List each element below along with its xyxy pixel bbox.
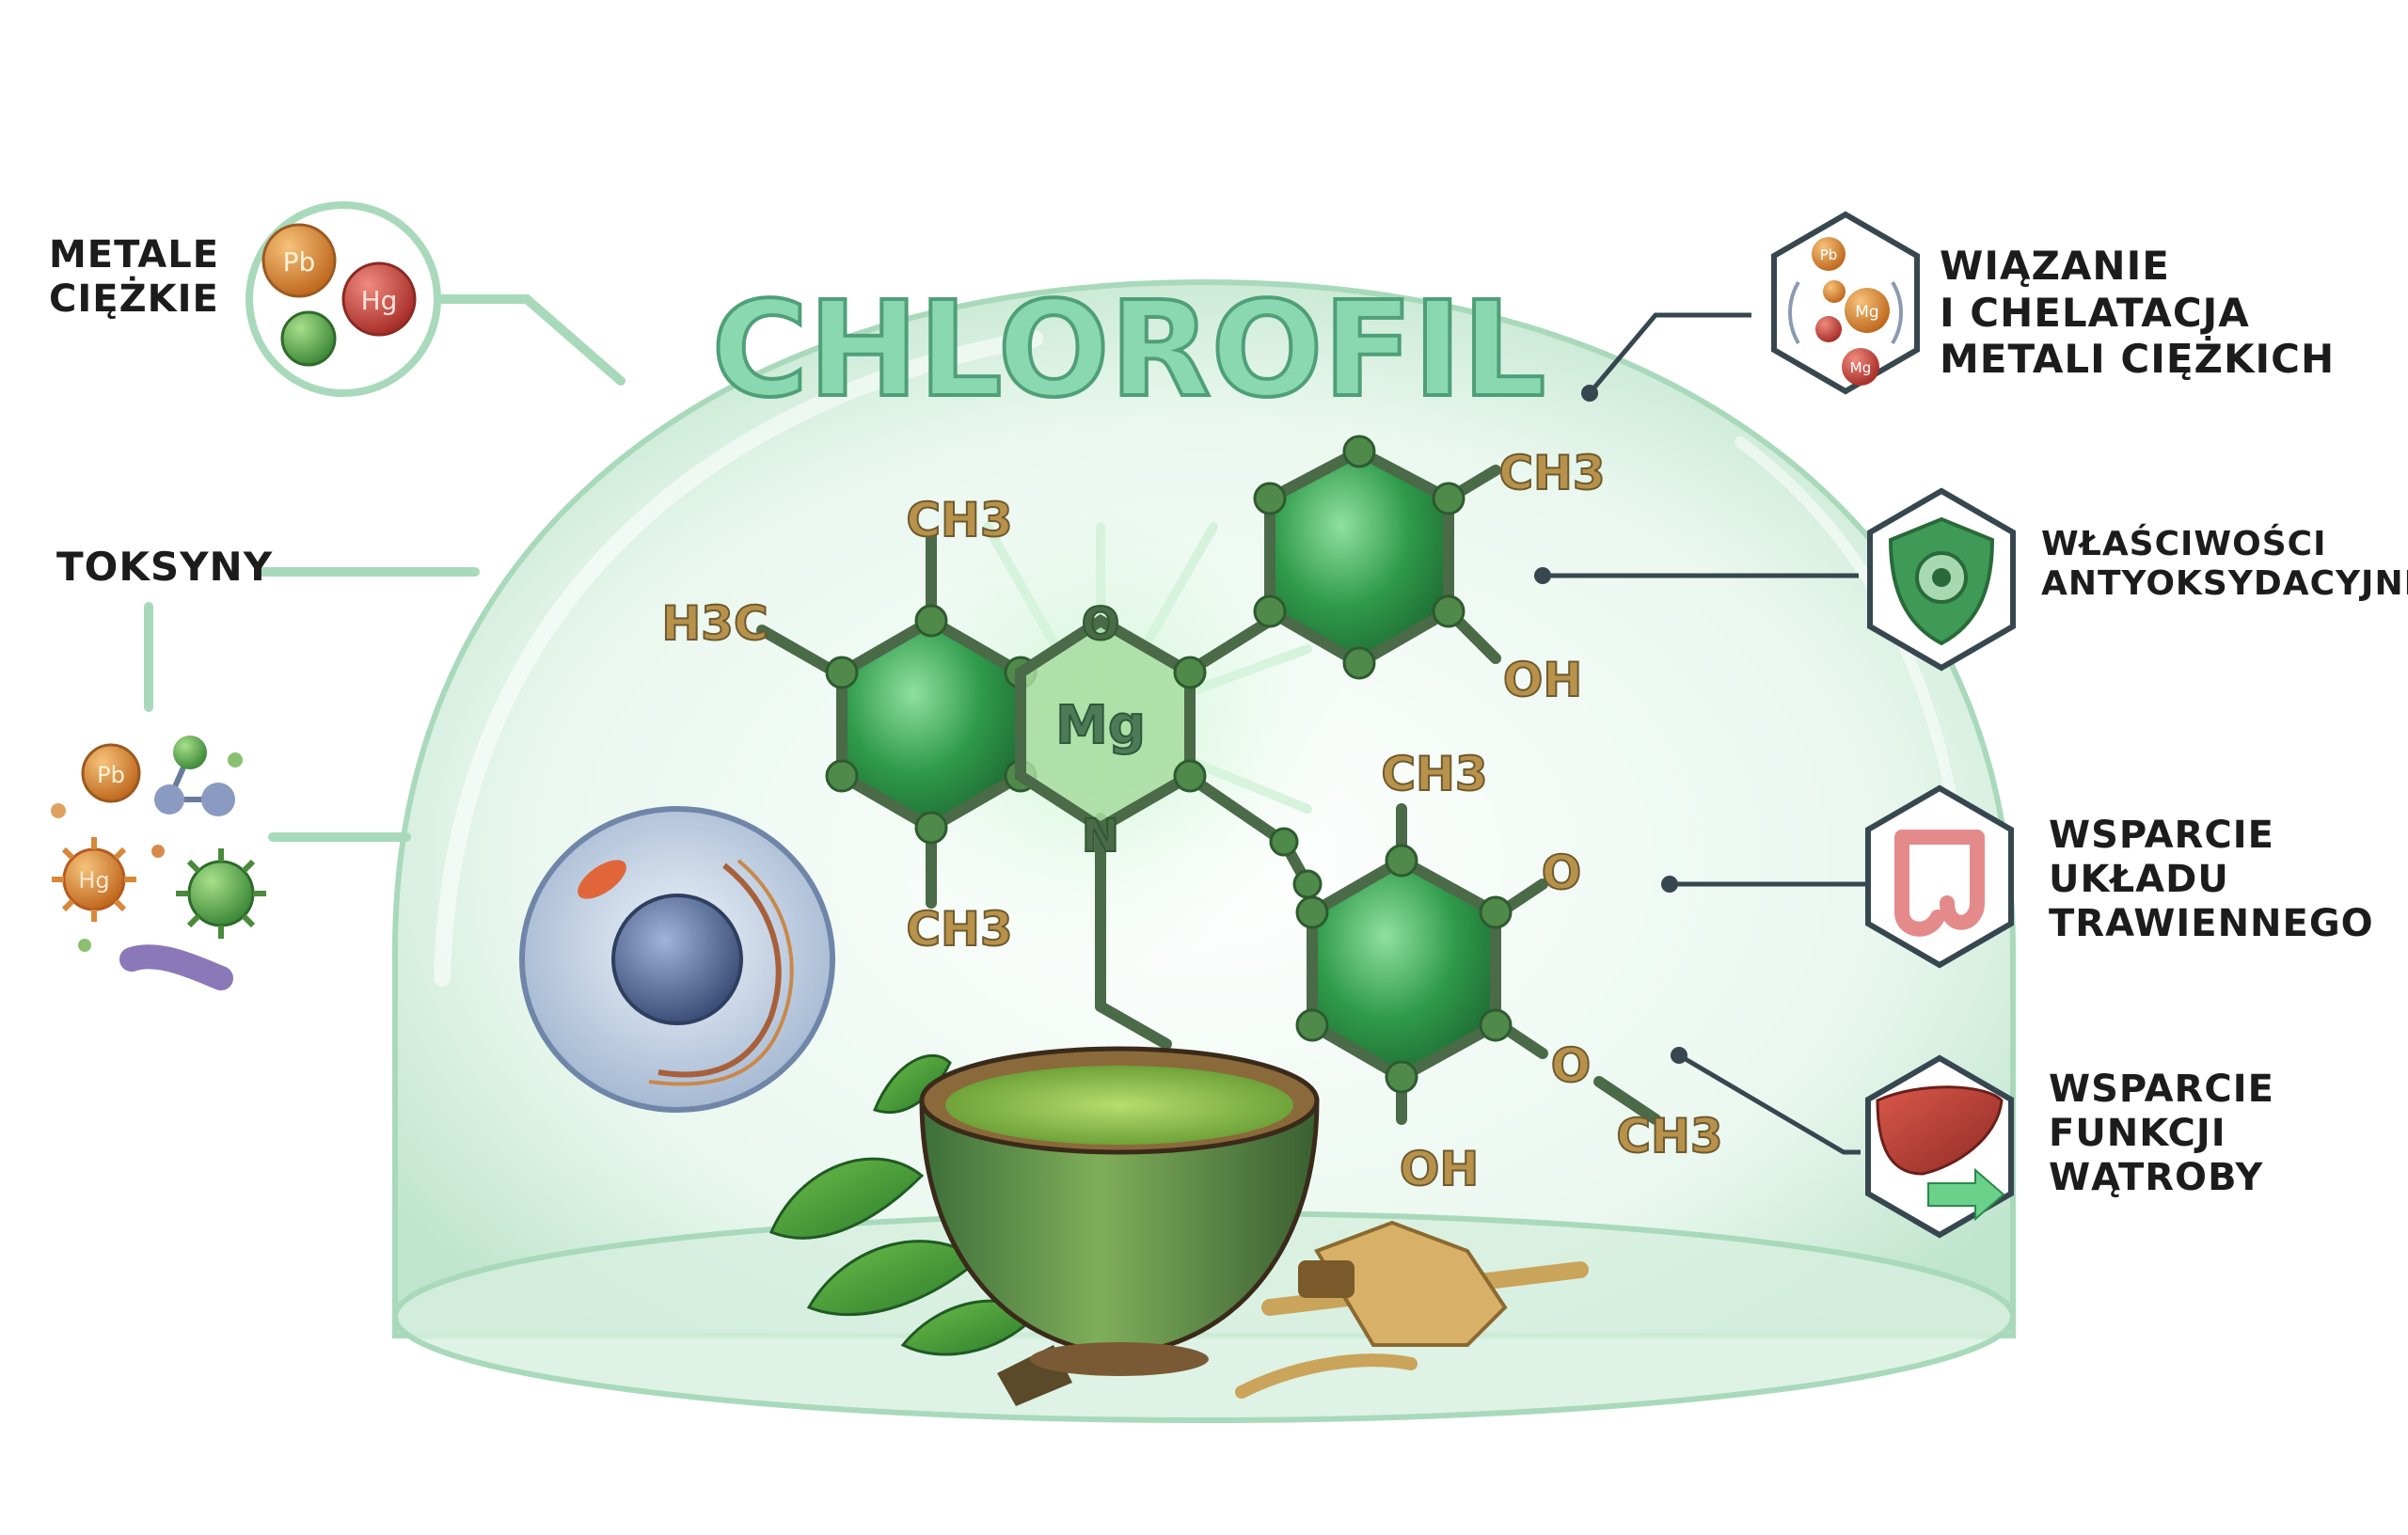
chelation-line-2: I CHELATACJA — [1940, 289, 2250, 336]
liver-line-3: WĄTROBY — [2049, 1156, 2264, 1200]
connector-dot-chelation — [1581, 385, 1598, 402]
liver-line-2: FUNKCJI — [2049, 1112, 2226, 1156]
arrow-right-icon — [1927, 1167, 2005, 1222]
ch3-top-label: CH3 — [906, 493, 1012, 547]
digestion-line-3: TRAWIENNEGO — [2049, 902, 2374, 946]
connector-dot-digestion — [1661, 876, 1678, 893]
liver-line-1: WSPARCIE — [2049, 1068, 2274, 1111]
digestion-hex-icon — [1865, 784, 2014, 969]
heavy-metals-line-2: CIĘŻKIE — [49, 277, 219, 322]
molecule-particle — [154, 736, 235, 816]
chelation-lead-symbol: Pb — [1820, 246, 1838, 263]
green-virus — [176, 848, 266, 939]
chelation-label: WIĄZANIE I CHELATACJA METALI CIĘŻKICH — [1940, 243, 2335, 383]
mg-center-label: Mg — [1055, 695, 1146, 756]
bacterium — [119, 944, 233, 990]
ring-upper-right — [1253, 435, 1465, 680]
ch3-upper-right-label: CH3 — [1498, 446, 1605, 500]
connector-dot-liver — [1671, 1047, 1687, 1064]
mercury-virus: Hg — [52, 837, 136, 922]
connector-dot-antioxidant — [1534, 567, 1551, 584]
heavy-metals-line-1: METALE — [49, 233, 220, 277]
ch3-lower-top-label: CH3 — [1381, 747, 1487, 801]
chelation-mg-symbol-2: Mg — [1850, 359, 1871, 376]
chelation-hex-icon: Pb Mg Mg — [1771, 211, 1920, 395]
cell-illustration — [519, 806, 835, 1113]
antioxidant-line-1: WŁAŚCIWOŚCI — [2041, 525, 2327, 563]
oh-lower-label: OH — [1400, 1142, 1479, 1196]
toxins-label: TOKSYNY — [56, 544, 274, 590]
intestine-icon — [1894, 830, 1985, 937]
liver-icon — [1876, 1085, 2004, 1176]
ch3-bottom-label: CH3 — [906, 902, 1012, 957]
o-ring-label: O — [1082, 598, 1120, 651]
chlorophyll-molecule: Mg CH3 H3C O N CH3 CH3 OH CH3 O O CH3 OH — [660, 435, 1724, 1197]
mercury-ball — [341, 261, 417, 337]
o-lower-mid-label: O — [1551, 1038, 1592, 1093]
chelation-line-1: WIĄZANIE — [1940, 243, 2170, 289]
lead-symbol: Pb — [283, 246, 316, 277]
main-title: CHLOROFIL — [712, 274, 1546, 427]
mercury-symbol: Hg — [361, 285, 398, 316]
right-connectors — [1543, 312, 1868, 1155]
ring-center — [1015, 613, 1207, 835]
o-lower-right-label: O — [1542, 846, 1582, 900]
liver-label: WSPARCIE FUNKCJI WĄTROBY — [2049, 1068, 2274, 1201]
heavy-metals-label: METALE CIĘŻKIE — [49, 233, 220, 322]
antioxidant-label: WŁAŚCIWOŚCI ANTYOKSYDACYJNE — [2041, 525, 2408, 605]
h3c-left-label: H3C — [661, 596, 768, 651]
chelation-mg-symbol: Mg — [1855, 303, 1878, 322]
toxins-cluster: Pb Hg — [51, 736, 266, 990]
antioxidant-hex-icon — [1867, 487, 2016, 672]
matcha-scene — [769, 1046, 1589, 1406]
ring-lower-right — [1269, 827, 1513, 1094]
toxin-lead-symbol: Pb — [97, 762, 125, 788]
ch3-lower-right-label: CH3 — [1616, 1109, 1722, 1163]
left-connectors — [144, 294, 626, 842]
chelation-line-3: METALI CIĘŻKICH — [1940, 336, 2336, 383]
oh-upper-right-label: OH — [1503, 653, 1582, 707]
heavy-metals-badge: Pb Hg — [246, 201, 441, 397]
antioxidant-line-2: ANTYOKSYDACYJNE — [2041, 564, 2408, 604]
toxin-mercury-symbol: Hg — [78, 867, 109, 894]
liver-hex-icon — [1865, 1054, 2014, 1239]
digestion-label: WSPARCIE UKŁADU TRAWIENNEGO — [2049, 814, 2374, 947]
lead-ball — [261, 223, 337, 298]
digestion-line-1: WSPARCIE — [2049, 814, 2274, 857]
green-ball — [280, 310, 337, 367]
n-ring-label: N — [1082, 810, 1119, 862]
digestion-line-2: UKŁADU — [2049, 858, 2229, 902]
